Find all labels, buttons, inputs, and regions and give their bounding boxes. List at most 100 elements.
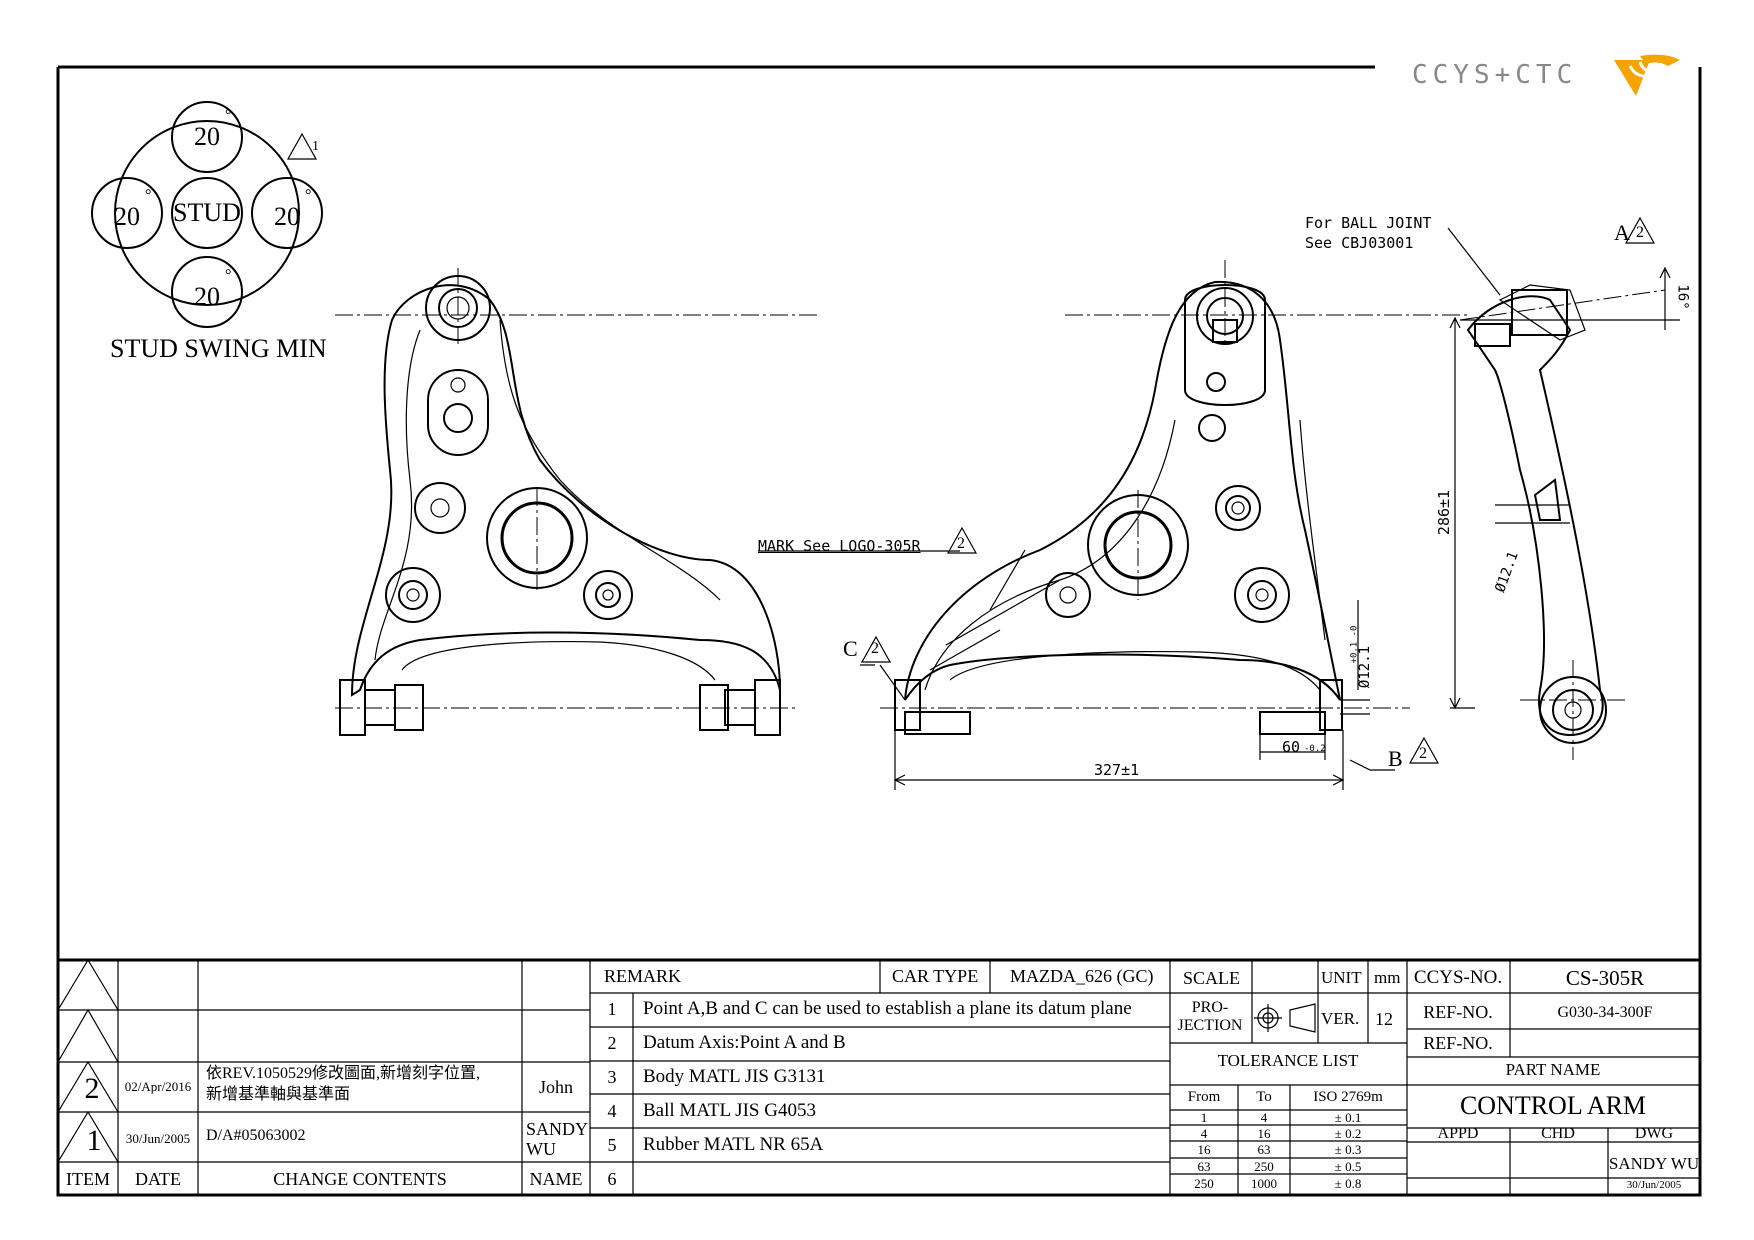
unit-value: mm [1374, 968, 1401, 987]
control-arm-rear-view [880, 260, 1470, 735]
unit-label: UNIT [1321, 968, 1362, 987]
tolerance-row-1-from: 1 [1200, 1110, 1208, 1125]
rev-header-date: DATE [135, 1169, 181, 1189]
ver-value: 12 [1375, 1009, 1393, 1029]
rev-2-item: 2 [84, 1072, 100, 1105]
stud-center-label: STUD [173, 198, 241, 227]
tolerance-row-5-to: 1000 [1251, 1176, 1277, 1191]
projection-label-line1: PRO- [1191, 999, 1229, 1016]
tolerance-row-2-iso: ± 0.2 [1334, 1126, 1362, 1141]
ccys-no-label: CCYS-NO. [1413, 967, 1503, 988]
tolerance-row-2-to: 16 [1257, 1126, 1271, 1141]
stud-swing-label: STUD SWING MIN [110, 334, 327, 363]
tolerance-header-iso: ISO 2769m [1313, 1089, 1383, 1105]
tolerance-header-to: To [1256, 1089, 1272, 1105]
stud-rev-mark: 1 [312, 139, 319, 154]
stud-swing-diagram [91, 101, 323, 328]
dwg-name: SANDY WU [1608, 1154, 1700, 1173]
stud-angle-right-degree: ° [305, 187, 312, 204]
tolerance-row-2-from: 4 [1200, 1126, 1208, 1141]
rev-1-item: 1 [86, 1124, 102, 1157]
stud-angle-left: 20 [114, 202, 140, 231]
rev-1-name-line2: WU [526, 1139, 556, 1159]
ball-joint-note-line1: For BALL JOINT [1305, 214, 1432, 232]
remark-item-3-text: Body MATL JIS G3131 [643, 1066, 826, 1087]
tolerance-title: TOLERANCE LIST [1217, 1051, 1359, 1070]
brand-logo-text: CCYS+CTC [1412, 60, 1578, 90]
rev-2-contents-line2: 新增基準軸與基準面 [206, 1086, 351, 1103]
brand-logo-mark [1614, 54, 1680, 96]
tolerance-row-5-iso: ± 0.8 [1334, 1176, 1362, 1191]
remark-item-4-no: 4 [607, 1101, 617, 1121]
point-b-label: B [1388, 746, 1403, 771]
tolerance-row-1-iso: ± 0.1 [1334, 1110, 1362, 1125]
dwg-label: DWG [1634, 1125, 1674, 1142]
remark-item-4-text: Ball MATL JIS G4053 [643, 1100, 816, 1121]
rev-1-name-line1: SANDY [526, 1119, 589, 1139]
point-c-rev-mark: 2 [871, 640, 879, 657]
tolerance-row-3-to: 63 [1257, 1142, 1271, 1157]
dimension-lines [758, 227, 1680, 790]
appd-label: APPD [1437, 1125, 1479, 1142]
rev-1-date: 30/Jun/2005 [125, 1131, 191, 1146]
tolerance-row-1-to: 4 [1260, 1110, 1268, 1125]
ref-no2-label: REF-NO. [1423, 1033, 1493, 1053]
remark-item-5-text: Rubber MATL NR 65A [643, 1134, 824, 1155]
stud-angle-top: 20 [194, 122, 220, 151]
rev-1-contents: D/A#05063002 [206, 1127, 306, 1144]
scale-label: SCALE [1183, 968, 1241, 988]
ccys-no-value: CS-305R [1565, 966, 1645, 990]
rev-2-date: 02/Apr/2016 [124, 1079, 192, 1094]
dim-327-label: 327±1 [1094, 761, 1140, 779]
remark-item-3-no: 3 [607, 1067, 617, 1087]
rev-header-item: ITEM [66, 1169, 110, 1189]
stud-angle-right: 20 [274, 202, 300, 231]
remark-item-1-text: Point A,B and C can be used to establish… [643, 998, 1132, 1019]
remark-item-6-no: 6 [607, 1169, 617, 1189]
point-a-rev-mark: 2 [1636, 224, 1644, 241]
chd-label: CHD [1541, 1125, 1575, 1142]
rev-header-name: NAME [529, 1169, 583, 1189]
car-type-label: CAR TYPE [892, 966, 979, 986]
dwg-date: 30/Jun/2005 [1626, 1179, 1682, 1191]
rev-2-contents-line1: 依REV.1050529修改圖面,新增刻字位置, [206, 1065, 480, 1082]
ref-no-value: G030-34-300F [1557, 1004, 1653, 1021]
remark-item-5-no: 5 [607, 1135, 617, 1155]
stud-angle-bottom-degree: ° [225, 267, 232, 284]
tolerance-row-3-from: 16 [1197, 1142, 1211, 1157]
revision-markers [860, 216, 1656, 764]
mark-logo-rev-mark: 2 [957, 535, 965, 552]
stud-angle-bottom: 20 [194, 282, 220, 311]
part-name-value: CONTROL ARM [1459, 1091, 1647, 1120]
brand-logo: CCYS+CTC [1412, 54, 1692, 96]
ref-no-label: REF-NO. [1423, 1002, 1493, 1022]
remark-title: REMARK [604, 966, 682, 986]
projection-label-line2: JECTION [1177, 1017, 1243, 1034]
tolerance-row-4-iso: ± 0.5 [1334, 1159, 1362, 1174]
tolerance-row-4-from: 63 [1197, 1159, 1211, 1174]
dim-dia-rear-label: Ø12.1 [1357, 645, 1374, 689]
tolerance-row-4-to: 250 [1254, 1159, 1274, 1174]
remark-item-1-no: 1 [607, 999, 617, 1019]
stud-angle-left-degree: ° [145, 187, 152, 204]
rev-2-name: John [538, 1077, 574, 1097]
dim-dia-tol-label: +0.1 -0 [1349, 625, 1360, 664]
point-a-label: A [1614, 220, 1630, 245]
tolerance-row-5-from: 250 [1194, 1176, 1214, 1191]
car-type-value: MAZDA_626 (GC) [1010, 966, 1154, 986]
dim-286-label: 286±1 [1435, 489, 1454, 536]
ver-label: VER. [1321, 1009, 1360, 1028]
dim-60-tol-label: -0.2 [1304, 744, 1326, 754]
dim-60-label: 60 [1282, 738, 1301, 756]
remark-item-2-no: 2 [607, 1033, 617, 1053]
ball-joint-note-line2: See CBJ03001 [1305, 234, 1414, 252]
point-c-label: C [843, 636, 858, 661]
point-b-rev-mark: 2 [1419, 745, 1427, 762]
stud-angle-top-degree: ° [225, 107, 232, 124]
control-arm-side-view [1459, 284, 1666, 760]
part-name-label: PART NAME [1505, 1060, 1601, 1079]
remark-item-2-text: Datum Axis:Point A and B [643, 1032, 846, 1053]
mark-logo-note: MARK See LOGO-305R [758, 537, 921, 555]
angle-16-label: 16° [1674, 284, 1691, 310]
